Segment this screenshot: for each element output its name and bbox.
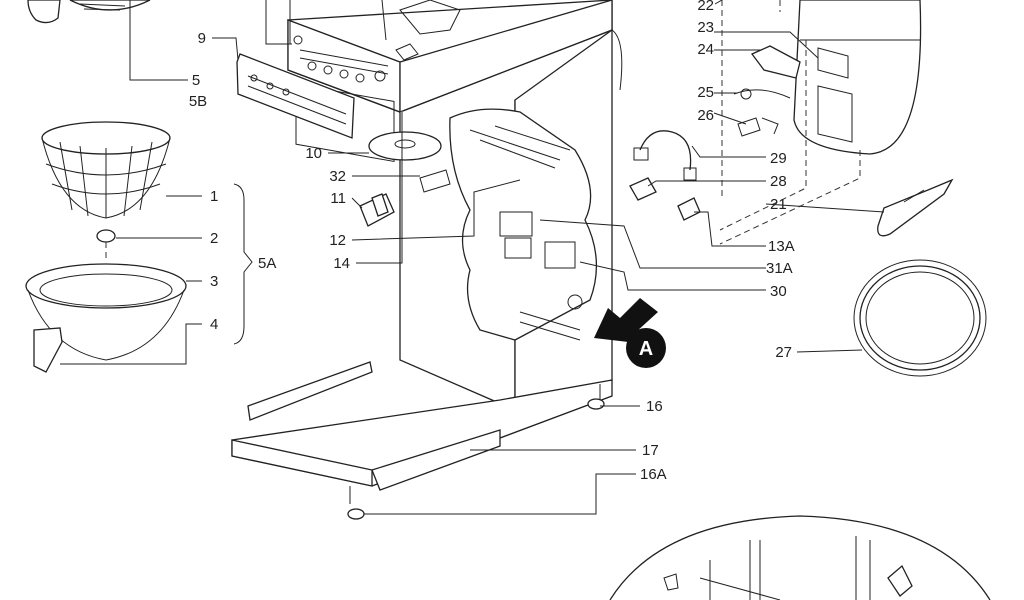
- label-23: 23: [697, 19, 714, 36]
- label-29: 29: [770, 150, 787, 167]
- leader-lines: [60, 0, 885, 515]
- label-1: 1: [210, 188, 218, 205]
- control-faceplate: [236, 53, 355, 139]
- callout-a-label: A: [639, 338, 653, 360]
- label-5b: 5B: [189, 93, 207, 110]
- label-22: 22: [697, 0, 714, 14]
- label-16: 16: [646, 398, 663, 415]
- label-21: 21: [770, 196, 787, 213]
- label-17: 17: [642, 442, 659, 459]
- hose-part: [633, 130, 697, 181]
- basket-knob: [96, 229, 116, 262]
- label-31a: 31A: [766, 260, 793, 277]
- switch-part: [359, 193, 395, 227]
- label-5: 5: [192, 72, 200, 89]
- part-24: [750, 45, 801, 79]
- tank-bracket: [817, 47, 853, 143]
- label-27: 27: [775, 344, 792, 361]
- label-12: 12: [329, 232, 346, 249]
- brewer-housing: [231, 0, 623, 504]
- carafe-part: [27, 0, 151, 24]
- label-9: 9: [198, 30, 206, 47]
- tube-part: [877, 178, 954, 237]
- label-25: 25: [697, 84, 714, 101]
- callout-a-arrow: [594, 298, 658, 344]
- label-3: 3: [210, 273, 218, 290]
- label-4: 4: [210, 316, 218, 333]
- label-16a: 16A: [640, 466, 667, 483]
- label-13a: 13A: [768, 238, 795, 255]
- part-28: [629, 177, 701, 221]
- label-30: 30: [770, 283, 787, 300]
- label-14: 14: [333, 255, 350, 272]
- label-2: 2: [210, 230, 218, 247]
- part-26: [737, 117, 779, 137]
- label-24: 24: [697, 41, 714, 58]
- fitting-part: [419, 169, 451, 193]
- callout-a-badge: [626, 328, 666, 368]
- part-labels: 22 23 24 25 26 29 28 21 13A 31A 30 27 16…: [189, 0, 795, 483]
- label-32: 32: [329, 168, 346, 185]
- label-26: 26: [697, 107, 714, 124]
- detail-circle: [609, 515, 991, 600]
- tank-part: [793, 0, 922, 155]
- label-5a: 5A: [258, 255, 276, 272]
- label-11: 11: [330, 190, 346, 207]
- label-10: 10: [305, 145, 322, 162]
- part-25: [733, 88, 791, 100]
- sprayhead-part: [368, 131, 442, 161]
- guide-lines: [719, 0, 861, 245]
- funnel-part: [25, 263, 187, 373]
- label-28: 28: [770, 173, 787, 190]
- coil-hose: [853, 259, 987, 377]
- wire-basket: [41, 121, 171, 219]
